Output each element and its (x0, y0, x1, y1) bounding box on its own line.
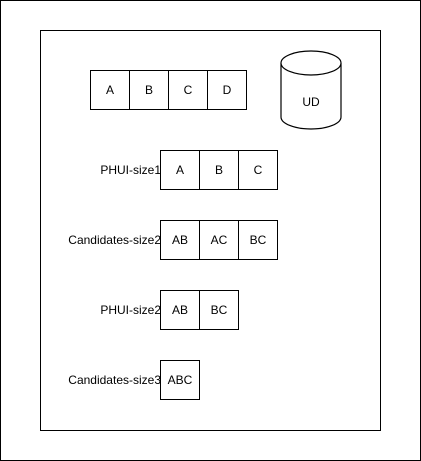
inner-frame (40, 30, 381, 431)
item-cell: BC (199, 290, 239, 330)
database-label: UD (302, 95, 320, 109)
item-cell: AC (199, 220, 239, 260)
row-label-phui-size1: PHUI-size1 (100, 163, 161, 177)
item-row-candidates-size2: AB AC BC (160, 220, 278, 260)
item-cell: C (238, 150, 278, 190)
row-label-candidates-size3: Candidates-size3 (68, 373, 161, 387)
item-cell: C (168, 70, 208, 110)
item-row-phui-size1: A B C (160, 150, 278, 190)
item-cell: B (129, 70, 169, 110)
item-cell: A (160, 150, 200, 190)
item-cell: AB (160, 220, 200, 260)
cylinder-icon (280, 50, 342, 130)
item-cell: BC (238, 220, 278, 260)
item-row-phui-size2: AB BC (160, 290, 239, 330)
item-cell: B (199, 150, 239, 190)
item-cell: ABC (160, 360, 200, 400)
item-cell: D (207, 70, 247, 110)
item-cell: AB (160, 290, 200, 330)
row-label-candidates-size2: Candidates-size2 (68, 233, 161, 247)
item-cell: A (90, 70, 130, 110)
item-row-candidates-size3: ABC (160, 360, 200, 400)
row-label-phui-size2: PHUI-size2 (100, 303, 161, 317)
item-row-top: A B C D (90, 70, 247, 110)
